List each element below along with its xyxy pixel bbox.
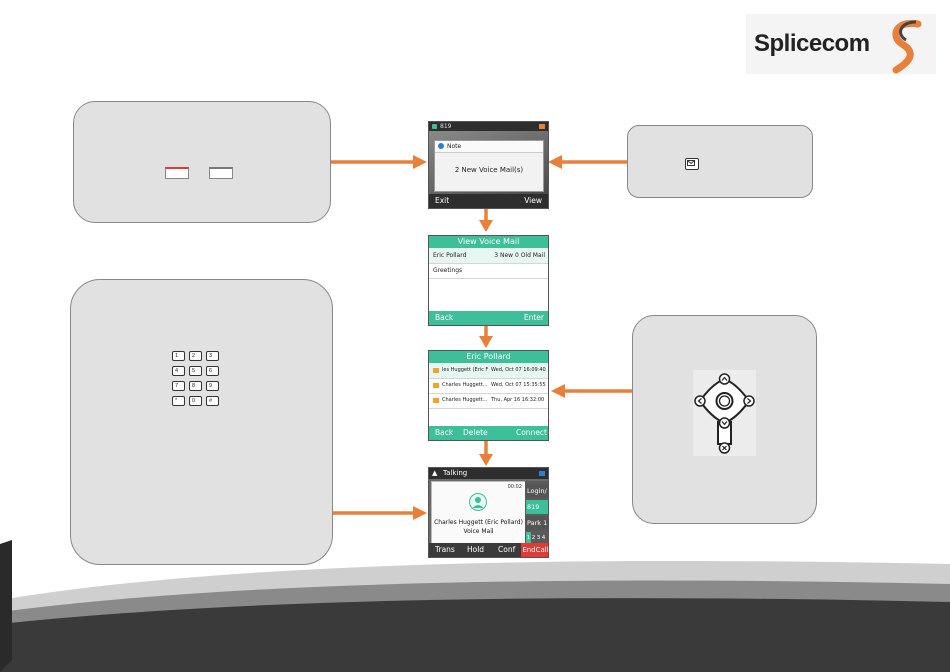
caller-name: les Huggett (Eric F <box>442 367 488 373</box>
softkey-exit[interactable]: Exit <box>435 196 450 205</box>
message-indicator-icon <box>539 124 545 129</box>
logo-text: Splicecom <box>754 30 870 57</box>
softkey-hold[interactable]: Hold <box>467 545 485 554</box>
table-row[interactable]: Charles Huggett...Thu, Apr 16 16:32:00 <box>429 393 548 409</box>
status-bar: ▲ Talking <box>429 468 548 479</box>
mailbox-count: 3 New 0 Old Mail <box>494 252 545 259</box>
line-key-1[interactable] <box>165 167 189 179</box>
mailbox-name: Eric Pollard <box>433 252 467 259</box>
page-1[interactable]: 1 <box>526 532 531 544</box>
keypad-key[interactable]: 1 <box>172 351 185 361</box>
softkey-back[interactable]: Back <box>435 313 454 322</box>
envelope-icon <box>687 160 695 166</box>
softkey-back[interactable]: Back <box>435 428 454 437</box>
page-3[interactable]: 3 <box>536 535 541 541</box>
call-timer: 00:02 <box>507 484 522 490</box>
phone-screen-view-voicemail: View Voice Mail Eric Pollard 3 New 0 Old … <box>428 235 549 326</box>
screen-title: Eric Pollard <box>429 351 548 363</box>
softkey-enter[interactable]: Enter <box>523 313 544 322</box>
voicemail-envelope-icon <box>433 368 439 373</box>
side-key-extension[interactable]: 819 <box>526 500 548 514</box>
dialog-message: 2 New Voice Mail(s) <box>454 166 524 174</box>
nav-down-icon[interactable] <box>718 417 731 429</box>
info-icon <box>438 143 444 149</box>
keypad-key[interactable]: 6 <box>206 366 219 376</box>
nav-cluster-box <box>693 370 756 456</box>
navigation-panel <box>632 315 817 524</box>
status-bar: 819 <box>429 122 548 131</box>
footer-waves <box>0 540 950 672</box>
page-2[interactable]: 2 <box>531 535 536 541</box>
keypad-key[interactable]: 3 <box>206 351 219 361</box>
keypad-key[interactable]: 7 <box>172 381 185 391</box>
call-status: Talking <box>443 469 468 477</box>
keypad-key[interactable]: 5 <box>189 366 202 376</box>
nav-cluster <box>694 373 755 454</box>
caller-name: Charles Huggett (Eric Pollard) <box>434 519 523 526</box>
logo-s-icon <box>892 19 922 74</box>
line-key-2[interactable] <box>209 167 233 179</box>
nav-left-icon[interactable] <box>694 395 706 407</box>
phone-status-icon <box>432 124 437 129</box>
keypad-key[interactable]: 9 <box>206 381 219 391</box>
keypad-key[interactable]: 4 <box>172 366 185 376</box>
softkey-conference[interactable]: Conf <box>498 545 516 554</box>
mailbox-name: Greetings <box>433 267 463 274</box>
list-item[interactable]: Eric Pollard 3 New 0 Old Mail <box>429 248 548 264</box>
nav-ok-icon[interactable] <box>715 392 734 410</box>
softkey-transfer[interactable]: Trans <box>435 545 455 554</box>
call-card: 00:02 Charles Huggett (Eric Pollard) Voi… <box>431 481 526 546</box>
page-4[interactable]: 4 <box>541 535 546 541</box>
note-dialog: Note 2 New Voice Mail(s) <box>434 140 544 192</box>
nav-up-icon[interactable] <box>718 373 731 385</box>
keypad-key[interactable]: # <box>206 396 219 406</box>
voicemail-envelope-icon <box>433 398 439 403</box>
brand-logo: Splicecom <box>746 14 936 74</box>
phone-screen-talking: ▲ Talking 00:02 Charles Huggett (Eric Po… <box>428 467 549 558</box>
nav-cancel-icon[interactable] <box>718 442 731 454</box>
contact-avatar-icon <box>469 493 487 511</box>
screen-title: View Voice Mail <box>429 236 548 248</box>
keypad-key[interactable]: 2 <box>189 351 202 361</box>
status-indicator-icon <box>539 471 545 476</box>
line-keys-panel <box>73 101 331 223</box>
message-date: Thu, Apr 16 16:32:00 <box>491 397 545 403</box>
caller-name: Charles Huggett... <box>442 397 488 403</box>
list-item[interactable]: Greetings <box>429 263 548 279</box>
message-key[interactable] <box>685 158 699 170</box>
softkey-connect[interactable]: Connect <box>515 428 547 437</box>
softkey-delete[interactable]: Delete <box>463 428 488 437</box>
message-key-panel <box>627 125 813 198</box>
phone-screen-notification: 819 Note 2 New Voice Mail(s) Exit View <box>428 121 549 209</box>
softkey-view[interactable]: View <box>524 196 542 205</box>
voicemail-envelope-icon <box>433 383 439 388</box>
caller-name: Charles Huggett... <box>442 382 488 388</box>
softkey-end-call[interactable]: EndCall <box>521 543 548 557</box>
side-key-park[interactable]: Park 1 <box>526 516 548 530</box>
message-date: Wed, Oct 07 16:09:40 <box>491 367 546 373</box>
nav-right-icon[interactable] <box>743 395 755 407</box>
table-row[interactable]: Charles Huggett...Wed, Oct 07 15:35:55 <box>429 378 548 394</box>
message-date: Wed, Oct 07 15:35:55 <box>491 382 546 388</box>
extension-label: 819 <box>440 123 452 130</box>
caller-subtitle: Voice Mail <box>463 528 494 535</box>
dialog-title: Note <box>447 143 462 150</box>
speaker-icon: ▲ <box>432 469 438 477</box>
keypad-key[interactable]: 8 <box>189 381 202 391</box>
side-key-login[interactable]: Login/ <box>526 484 548 498</box>
keypad-key[interactable]: 0 <box>189 396 202 406</box>
keypad-key[interactable]: * <box>172 396 185 406</box>
